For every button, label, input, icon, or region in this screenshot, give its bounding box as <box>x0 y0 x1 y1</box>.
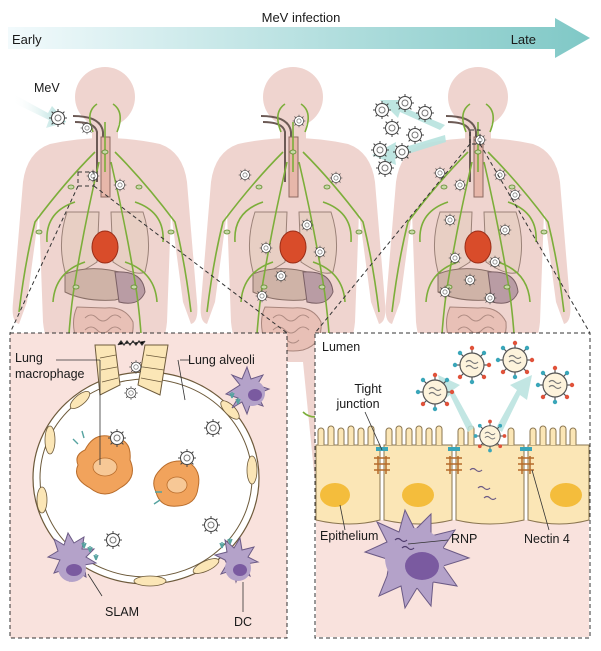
dc-cell-left <box>46 531 98 583</box>
mev-label: MeV <box>34 81 60 95</box>
lumen-label: Lumen <box>322 340 360 354</box>
epithelium-label: Epithelium <box>320 529 378 543</box>
timeline-title: MeV infection <box>262 10 341 25</box>
timeline-early-label: Early <box>12 32 42 47</box>
slam-label: SLAM <box>105 605 139 619</box>
tight-junction-label-line2: junction <box>335 397 379 411</box>
lung-alveoli-panel <box>9 332 288 639</box>
zoom-connectors <box>9 129 591 334</box>
airway-epithelium <box>94 340 169 401</box>
dc-cell-lower <box>213 536 260 584</box>
tight-junctions <box>374 447 534 474</box>
dc-cell-submucosa <box>363 508 471 610</box>
lung-macrophage-label-line2: macrophage <box>15 367 85 381</box>
virus-entry-arrow <box>12 95 68 128</box>
rnp-label: RNP <box>451 532 477 546</box>
lung-alveoli-label: Lung alveoli <box>188 353 255 367</box>
nectin4-label: Nectin 4 <box>524 532 570 546</box>
epithelium-panel <box>314 332 591 639</box>
timeline-late-label: Late <box>511 32 536 47</box>
lung-macrophage-label-line1: Lung <box>15 351 43 365</box>
tight-junction-label-line1: Tight <box>354 382 382 396</box>
virus-exit-arrows <box>370 93 446 178</box>
dc-label: DC <box>234 615 252 629</box>
infection-timeline-arrow <box>8 18 590 58</box>
